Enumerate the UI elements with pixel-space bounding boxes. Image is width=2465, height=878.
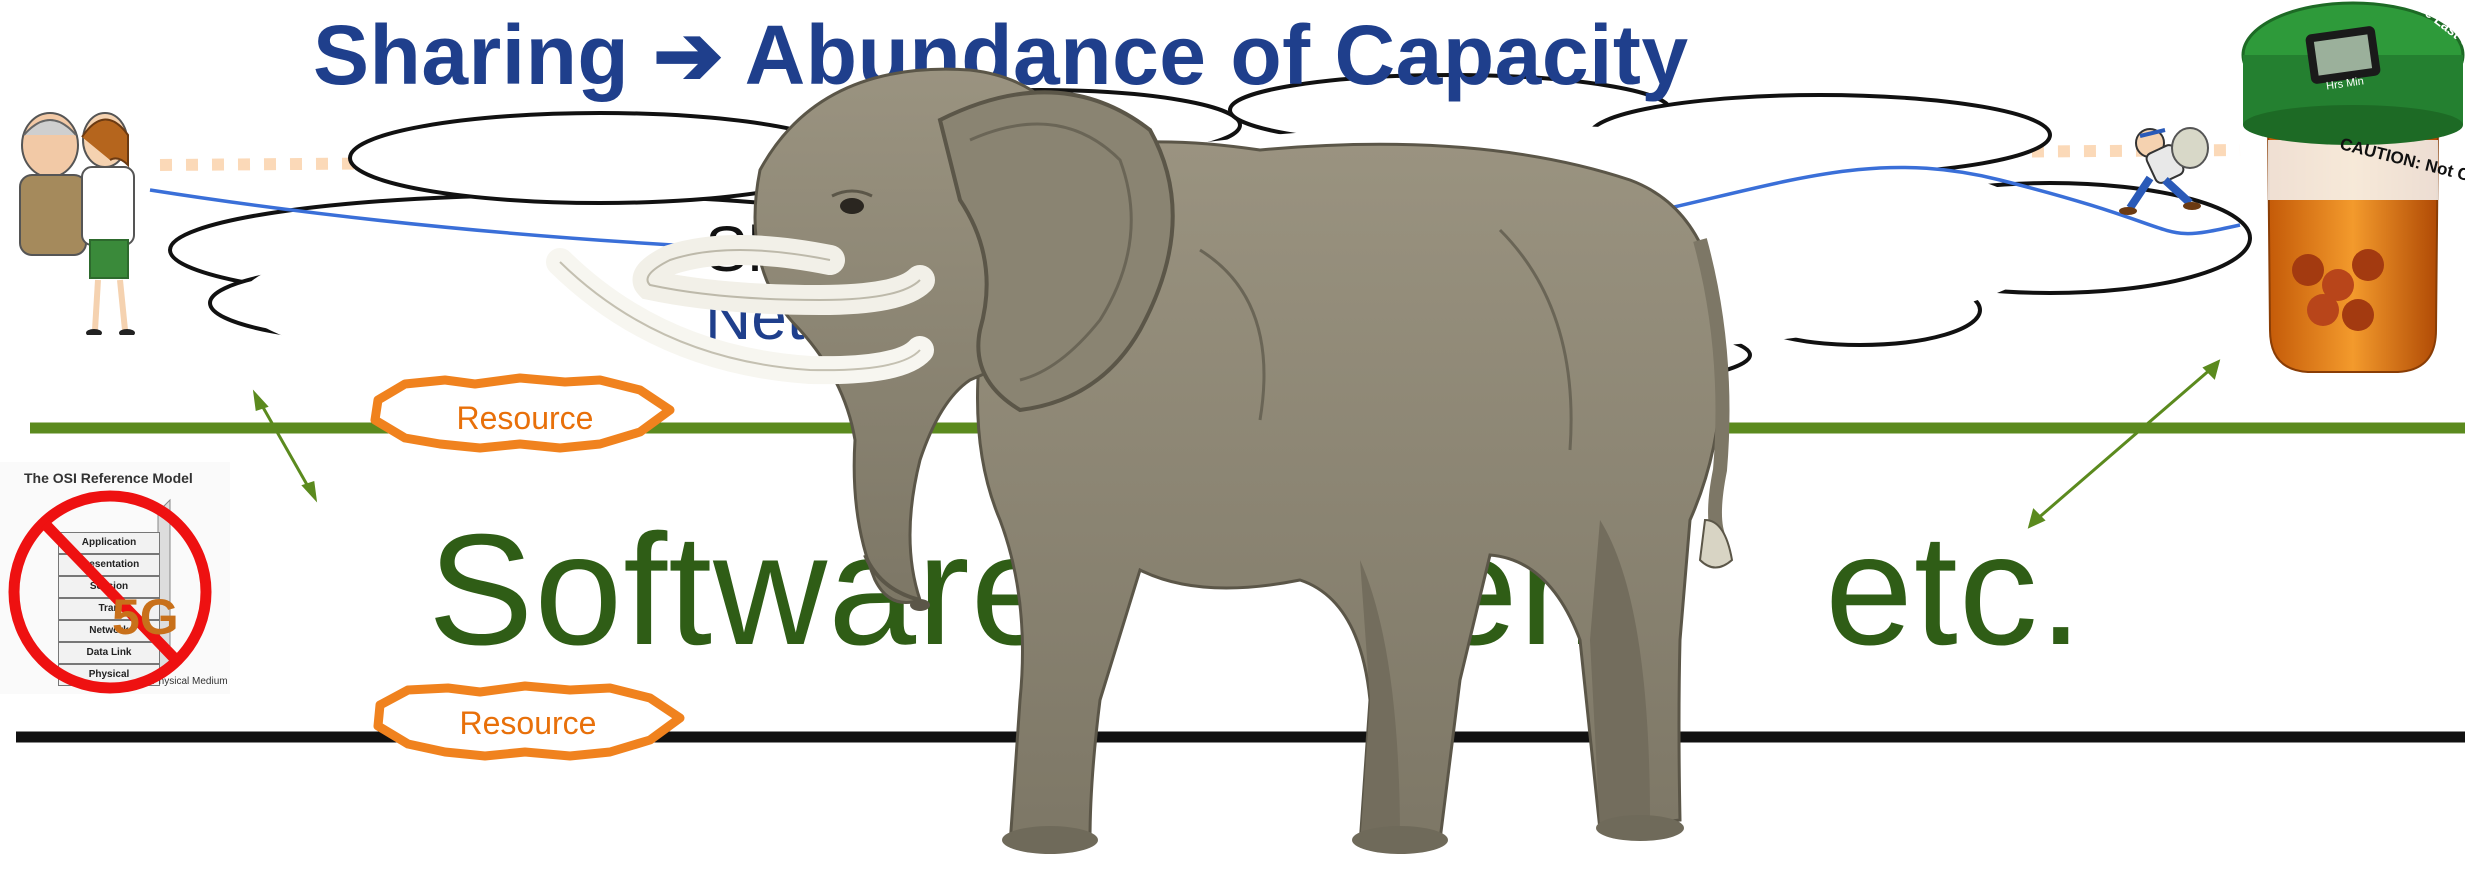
doctor-patient-icon — [19, 112, 135, 335]
left-double-arrow — [252, 389, 318, 503]
elephant-icon — [546, 67, 1734, 854]
osi-layer: Data Link — [58, 642, 160, 664]
resource-label-bottom: Resource — [459, 705, 597, 741]
right-double-arrow — [2027, 359, 2221, 529]
osi-layer: Network — [58, 620, 160, 642]
running-person-icon — [2119, 127, 2209, 215]
resource-badge-shape-bottom — [373, 681, 685, 761]
prohibition-icon — [8, 490, 212, 694]
pill-bottle-shape — [2241, 1, 2465, 373]
osi-model-image: The OSI Reference Model Application Pres… — [0, 462, 230, 694]
software-text: Software — [428, 502, 1060, 678]
resource-label-top: Resource — [456, 400, 594, 436]
resource-badge-top: Resource — [375, 392, 675, 442]
pill-bottle-icon: Time Since Last Opened Hrs Min CAUTION: … — [2238, 0, 2465, 380]
resource-badge-shape-top — [370, 373, 675, 453]
fiveg-badge: 5G — [112, 589, 179, 645]
osi-layer: Application — [58, 532, 160, 554]
software-text-end: etc. — [1825, 502, 2084, 678]
osi-medium-label: Physical Medium — [152, 676, 228, 687]
osi-title: The OSI Reference Model — [24, 470, 193, 486]
resource-badge-bottom: Resource — [378, 697, 678, 747]
